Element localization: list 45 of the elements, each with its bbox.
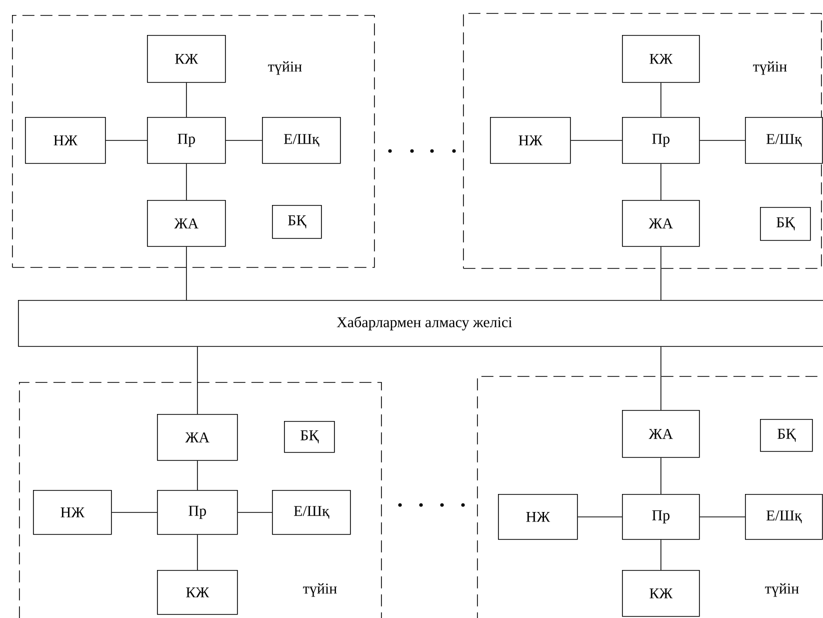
connector-line [660,163,662,200]
process-box: Пр [622,494,700,540]
process-box: Е/Шқ [272,490,351,535]
connector-line [111,512,158,513]
process-box: КЖ [622,35,700,83]
connector-line [699,516,746,518]
connector-line [197,534,198,570]
connector-line [237,512,272,513]
connector-line [225,140,262,141]
process-box: ЖА [622,200,700,247]
process-box: БҚ [272,205,322,239]
process-box: БҚ [760,207,811,241]
connector-line [699,140,746,141]
bus-bar: Хабарлармен алмасу желісі [18,300,823,347]
connector-line [105,140,148,141]
process-box: КЖ [157,570,238,615]
process-box: БҚ [284,421,335,453]
connector-line [186,246,187,300]
connector-line [660,457,662,494]
process-box: БҚ [760,419,813,452]
connector-line [660,346,662,410]
process-box: НЖ [25,117,106,164]
connector-line [660,246,662,300]
process-box: Е/Шқ [745,494,823,540]
process-box: Е/Шқ [262,117,341,164]
connector-line [660,539,662,570]
connector-line [186,163,187,200]
connector-line [186,82,187,118]
process-box: НЖ [33,490,112,535]
connector-line [570,140,622,141]
process-box: НЖ [498,494,578,540]
connector-line [197,346,198,414]
process-box: Е/Шқ [745,117,823,164]
connector-line [660,82,662,118]
process-box: НЖ [490,117,571,164]
process-box: ЖА [622,410,700,458]
process-box: Пр [157,490,238,535]
process-box: ЖА [147,200,226,247]
process-box: ЖА [157,414,238,461]
process-box: Пр [147,117,226,164]
process-box: КЖ [622,570,700,617]
process-box: КЖ [147,35,226,83]
process-box: Пр [622,117,700,164]
connector-line [577,516,622,518]
connector-line [197,460,198,490]
